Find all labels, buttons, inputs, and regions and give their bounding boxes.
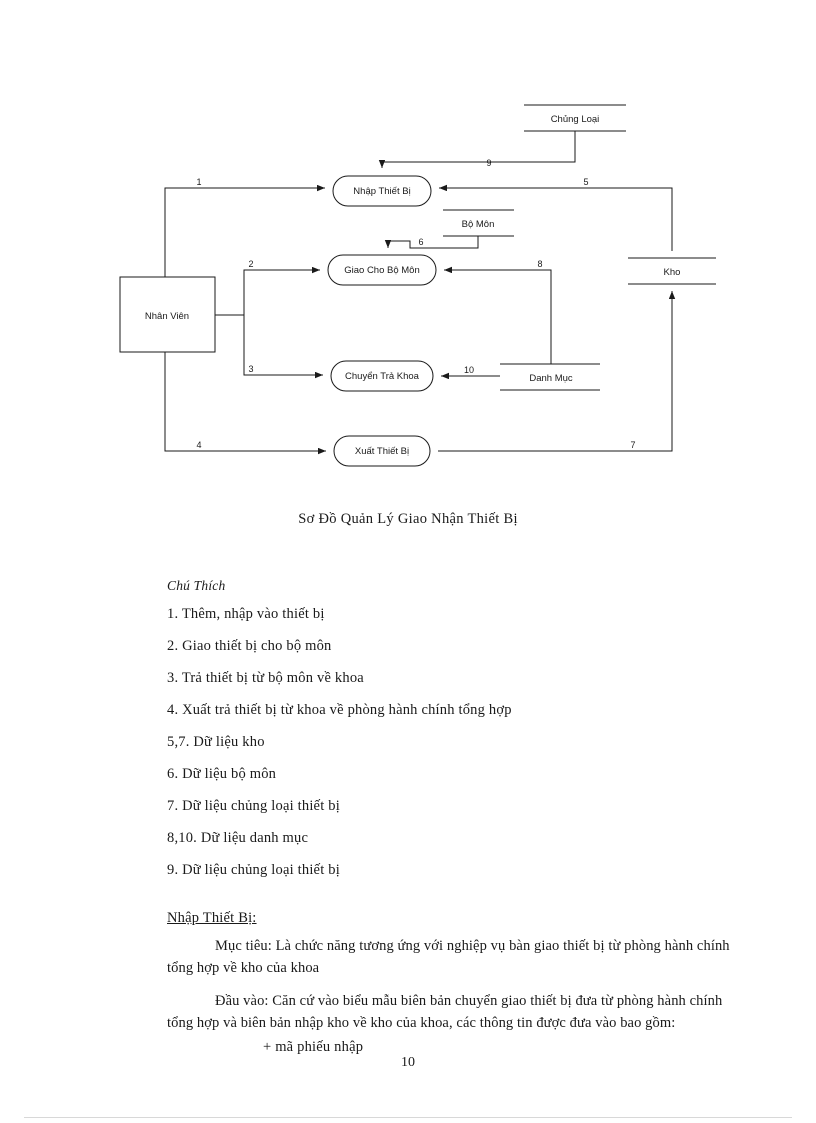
page-number: 10 — [401, 1055, 415, 1070]
datastore-kho-label: Kho — [664, 267, 681, 278]
flow-8-number: 8 — [537, 259, 542, 269]
flow-6-number: 6 — [418, 237, 423, 247]
legend-item: 8,10. Dữ liệu danh mục — [167, 830, 309, 846]
flow-1: 1 — [164, 177, 325, 277]
flow-7: 7 — [438, 291, 676, 452]
flow-3-number: 3 — [248, 364, 253, 374]
legend-item: 6. Dữ liệu bộ môn — [167, 766, 277, 782]
process-xuat-thiet-bi: Xuất Thiết Bị — [333, 435, 431, 467]
process-giao-cho-bo-mon-label: Giao Cho Bộ Môn — [344, 265, 420, 276]
entity-nhan-vien-label: Nhân Viên — [145, 311, 189, 322]
datastore-danh-muc: Danh Mục — [500, 363, 600, 391]
flow-4-number: 4 — [196, 440, 201, 450]
legend-item: 5,7. Dữ liệu kho — [167, 734, 265, 750]
process-chuyen-tra-khoa: Chuyển Trả Khoa — [330, 360, 434, 392]
entity-nhan-vien: Nhân Viên — [119, 276, 216, 353]
process-nhap-thiet-bi-label: Nhập Thiết Bị — [353, 186, 410, 197]
process-chuyen-tra-khoa-label: Chuyển Trả Khoa — [345, 371, 420, 382]
flow-1-number: 1 — [196, 177, 201, 187]
process-nhap-thiet-bi: Nhập Thiết Bị — [332, 175, 432, 207]
flow-6: 6 — [384, 236, 479, 249]
flow-2: 2 — [215, 259, 320, 316]
datastore-chung-loai: Chủng Loại — [524, 104, 626, 132]
process-xuat-thiet-bi-label: Xuất Thiết Bị — [355, 446, 409, 457]
flow-5: 5 — [439, 177, 673, 251]
diagram-caption: Sơ Đồ Quản Lý Giao Nhận Thiết Bị — [298, 511, 518, 527]
flow-10-number: 10 — [464, 365, 474, 375]
legend-item: 1. Thêm, nhập vào thiết bị — [167, 606, 325, 622]
legend-title: Chú Thích — [167, 578, 226, 593]
dataflow-diagram: Chủng Loại Bộ Môn Kho Danh Mục — [0, 0, 816, 500]
flow-7-number: 7 — [630, 440, 635, 450]
flow-9-number: 9 — [486, 158, 491, 168]
flow-8: 8 — [444, 259, 552, 364]
flow-4: 4 — [164, 352, 326, 455]
legend-item: 4. Xuất trả thiết bị từ khoa về phòng hà… — [167, 702, 512, 718]
section-heading: Nhập Thiết Bị: — [167, 910, 257, 926]
flow-5-number: 5 — [583, 177, 588, 187]
process-giao-cho-bo-mon: Giao Cho Bộ Môn — [327, 254, 437, 286]
paragraph-muc-tieu: Mục tiêu: Là chức năng tương ứng với ngh… — [167, 938, 730, 977]
flow-9: 9 — [378, 131, 576, 168]
flow-10: 10 — [441, 365, 500, 380]
datastore-chung-loai-label: Chủng Loại — [551, 114, 600, 125]
flow-2-number: 2 — [248, 259, 253, 269]
datastore-kho: Kho — [628, 257, 716, 285]
legend-item: 7. Dữ liệu chủng loại thiết bị — [167, 798, 340, 814]
datastore-bo-mon-label: Bộ Môn — [462, 219, 495, 230]
legend-item: 9. Dữ liệu chủng loại thiết bị — [167, 862, 340, 878]
legend-item: 3. Trả thiết bị từ bộ môn về khoa — [167, 670, 364, 686]
datastore-bo-mon: Bộ Môn — [443, 209, 514, 237]
legend-item: 2. Giao thiết bị cho bộ môn — [167, 638, 332, 654]
body-content: Chú Thích 1. Thêm, nhập vào thiết bị 2. … — [167, 578, 730, 1056]
paragraph-dau-vao: Đầu vào: Căn cứ vào biểu mẫu biên bản ch… — [167, 992, 723, 1032]
footer-divider — [24, 1117, 792, 1118]
bullet-ma-phieu-nhap: + mã phiếu nhập — [263, 1038, 364, 1055]
datastore-danh-muc-label: Danh Mục — [529, 373, 573, 384]
flow-3: 3 — [243, 315, 323, 379]
